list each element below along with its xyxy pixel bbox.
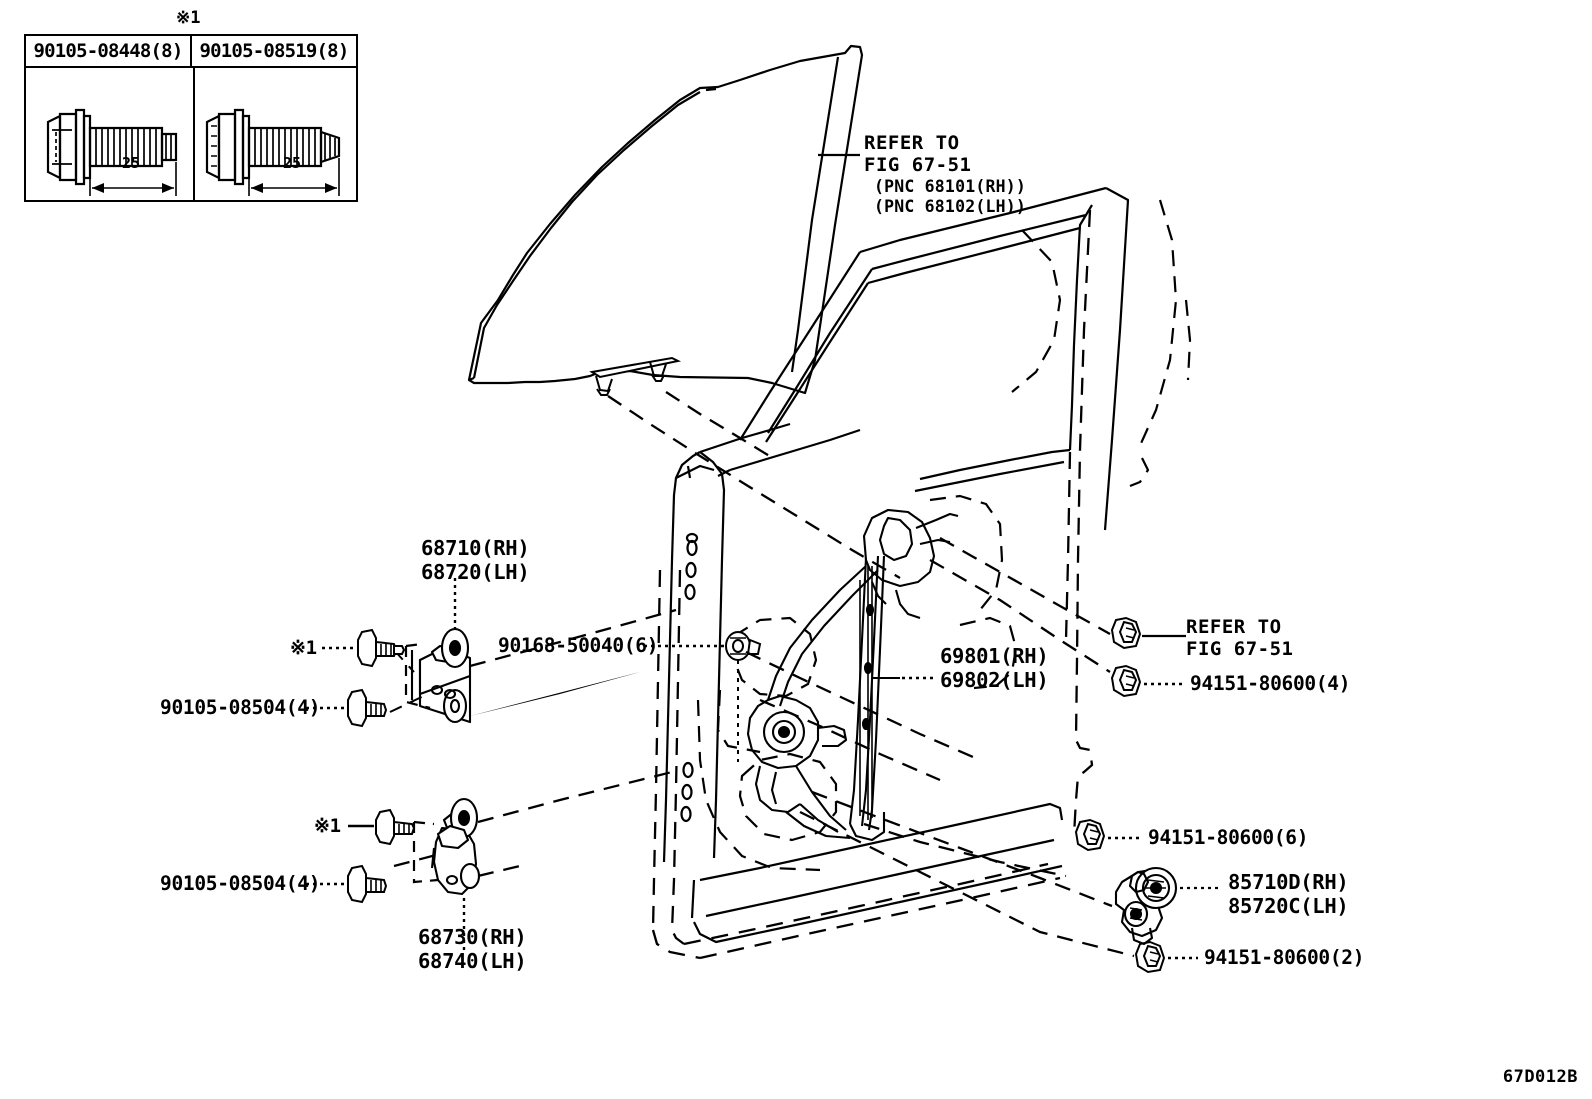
glass-mount-brackets [589,356,682,396]
upper-star-marker: ※1 [290,637,317,659]
door-service-hole-outlines [696,199,1192,872]
legend-cell-2: 25 [195,68,362,200]
window-regulator-assembly [746,508,959,842]
nut-mid-right-label: 94151-80600(6) [1148,826,1309,849]
legend-part-number-2: 90105-08519(8) [199,40,350,62]
door-panel-hidden-edges [651,209,1094,960]
upper-bolt-label: 90105-08504(4) [160,696,321,719]
regulator-screw-icon [725,631,762,661]
lower-hinge-align-lines [393,770,673,878]
legend-cell-1: 25 [26,68,195,200]
door-inner-panel [662,422,861,863]
legend-dimension-1: 25 [122,154,141,172]
door-window-sash [765,204,1093,493]
legend-marker-label: ※1 [176,8,201,28]
upper-hinge-mount-guides [404,642,431,710]
upper-bolt-icon [347,688,388,728]
right-refer-line2: FIG 67-51 [1186,638,1294,660]
motor-label-lh: 85720C(LH) [1228,894,1349,918]
nut-upper-right-label: 94151-80600(4) [1190,672,1351,695]
legend-part-number-1: 90105-08448(8) [26,36,192,66]
motor-label-rh: 85710D(RH) [1228,870,1349,894]
upper-hinge-label-lh: 68720(LH) [421,560,530,584]
door-bottom-edges [690,802,1064,944]
upper-star-bolt-icon [357,628,406,668]
glass-align-lines [607,391,901,579]
regulator-align-lines [745,650,981,782]
upper-hinge-align-line [469,608,677,668]
nut-lower-right-icon [1134,940,1166,974]
lower-star-bolt-icon [375,808,416,846]
nut-mid-right-icon [1074,818,1106,852]
lower-bolt-label: 90105-08504(4) [160,872,321,895]
nut-mid-upper-right-icon [1110,664,1142,698]
glass-refer-pnc-lh: (PNC 68102(LH)) [874,197,1027,216]
figure-code: 67D012B [1502,1067,1578,1087]
bolt-legend-table: 90105-08448(8) 90105-08519(8) [24,34,358,202]
nut-lower-right-label: 94151-80600(2) [1204,946,1365,969]
glass-refer-line2: FIG 67-51 [864,154,972,176]
legend-header-row: 90105-08448(8) 90105-08519(8) [26,36,356,68]
right-refer-line1: REFER TO [1186,616,1282,638]
upper-hinge-label-rh: 68710(RH) [421,536,530,560]
upper-door-hinge [410,627,472,724]
legend-body-row: 25 [26,68,356,200]
flange-bolt-icon [46,108,178,196]
lower-hinge-label-lh: 68740(LH) [418,949,527,973]
regulator-label-rh: 69801(RH) [940,644,1049,668]
power-window-motor [1114,866,1178,946]
lower-hinge-mount-guides [412,820,439,884]
glass-refer-pnc-rh: (PNC 68101(RH)) [874,177,1027,196]
lower-door-hinge [430,797,481,896]
door-panel-outer [739,186,1130,531]
motor-assembly-align-lines [799,536,1135,958]
regulator-label-lh: 69802(LH) [940,668,1049,692]
nut-upper-right-icon [1110,616,1142,650]
glass-refer-line1: REFER TO [864,132,960,154]
lower-hinge-label-rh: 68730(RH) [418,925,527,949]
flange-bolt-icon [205,108,341,196]
regulator-screw-label: 90168-50040(6) [498,634,659,657]
lower-star-marker: ※1 [314,815,341,837]
legend-dimension-2: 25 [283,154,302,172]
lower-bolt-icon [347,864,388,904]
